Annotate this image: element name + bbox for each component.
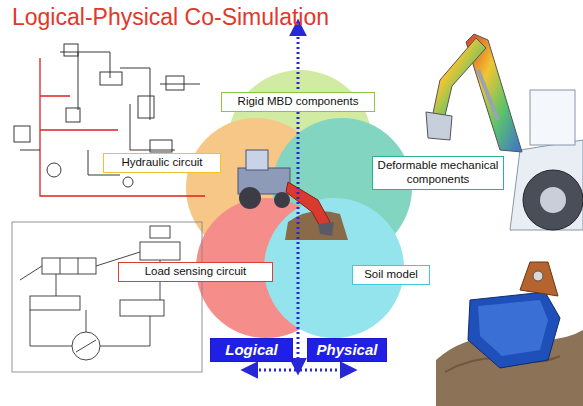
node-text: Rigid MBD components [238,95,359,109]
valve-symbol [120,300,164,316]
dipper-arm [432,38,486,120]
soil-bucket-illustration [436,262,583,406]
pressure-line [40,58,205,196]
tractor-wheel [239,187,261,209]
valve-symbol [150,140,172,152]
wheel-hub [540,187,566,213]
diagram-title: Logical-Physical Co-Simulation [12,4,329,31]
component-label: Rigid MBD components [221,92,375,112]
pump-symbol [72,332,100,360]
component-label: Deformable mechanical components [372,156,504,190]
valve-divider [60,258,61,274]
valve-symbol [66,108,80,122]
valve-symbol [138,96,154,118]
pump-symbol [47,163,61,177]
node-text: Hydraulic circuit [121,156,202,170]
valve-symbol [30,296,80,310]
backhoe-bucket [426,112,452,140]
machine-cab [530,90,575,145]
circuit-frame [12,222,202,372]
pump-arrow [76,340,96,352]
node-text: Physical [317,341,378,359]
domain-tag: Physical [307,338,387,362]
tractor-illustration [238,150,348,240]
valve-symbol [64,44,78,56]
valve-symbol [42,258,96,274]
hydraulic-cylinder [478,70,498,120]
excavator-arm [286,182,330,230]
valve-symbol [100,72,122,85]
machine-wheel [523,170,583,230]
excavator-bucket [318,222,334,236]
valve-symbol [166,76,184,90]
node-text: Load sensing circuit [145,265,247,279]
tractor-wheel [274,192,290,208]
domain-tag: Logical [210,338,293,362]
logical-arrow [244,369,296,372]
component-label: Hydraulic circuit [103,153,221,173]
gauge-symbol [123,177,133,187]
physical-arrow [300,369,354,372]
cylinder-symbol [150,226,170,238]
component-label: Soil model [352,265,430,285]
node-text: Deformable mechanical components [377,159,499,187]
backhoe-illustration [426,34,583,230]
component-label: Load sensing circuit [118,262,273,282]
valve-divider [78,258,79,274]
hydraulic-schematic [14,44,205,196]
digging-bucket [468,292,560,368]
bucket-inner [478,300,548,356]
load-sensing-schematic [12,222,202,372]
node-text: Logical [225,341,278,359]
node-text: Soil model [364,268,418,282]
tractor-cab [246,150,268,170]
divider-arrow [297,22,300,372]
valve-symbol [14,126,30,142]
linkage-pin [533,271,543,281]
valve-symbol [140,242,180,260]
machine-body [510,140,583,230]
bucket-linkage [520,262,558,296]
